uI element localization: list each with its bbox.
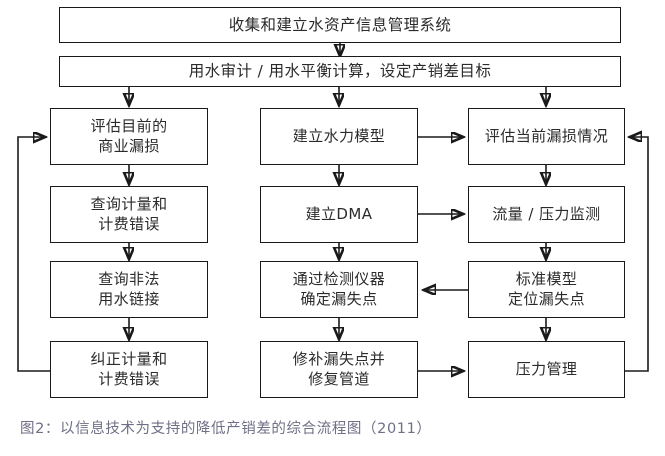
node-label: 修补漏失点并 修复管道: [292, 349, 386, 388]
node-build-hydraulic-model[interactable]: 建立水力模型: [260, 108, 418, 165]
node-label: 压力管理: [515, 359, 578, 378]
node-label: 标准模型 定位漏失点: [507, 269, 585, 308]
node-correct-metering-billing-errors[interactable]: 纠正计量和 计费错误: [50, 341, 208, 398]
node-assess-current-commercial-loss[interactable]: 评估目前的 商业漏损: [50, 108, 208, 165]
node-assess-current-leakage-status[interactable]: 评估当前漏损情况: [468, 108, 625, 165]
node-build-dma[interactable]: 建立DMA: [260, 186, 418, 243]
node-label: 流量 / 压力监测: [492, 204, 601, 223]
node-label: 建立DMA: [305, 204, 373, 223]
node-locate-leak-with-instruments[interactable]: 通过检测仪器 确定漏失点: [260, 261, 418, 318]
node-label: 纠正计量和 计费错误: [90, 349, 168, 388]
node-label: 查询非法 用水链接: [98, 269, 160, 308]
node-label: 用水审计 / 用水平衡计算，设定产销差目标: [188, 62, 492, 81]
node-label: 查询计量和 计费错误: [90, 194, 168, 233]
node-repair-leaks-and-pipes[interactable]: 修补漏失点并 修复管道: [260, 341, 418, 398]
edge-r4-to-r1-feedback: [625, 137, 649, 372]
node-pressure-management[interactable]: 压力管理: [468, 341, 625, 398]
node-standard-model-locate-leak[interactable]: 标准模型 定位漏失点: [468, 261, 625, 318]
node-label: 评估目前的 商业漏损: [90, 116, 168, 155]
node-label: 建立水力模型: [292, 126, 386, 145]
node-flow-pressure-monitoring[interactable]: 流量 / 压力监测: [468, 186, 625, 243]
node-label: 通过检测仪器 确定漏失点: [292, 269, 386, 308]
node-label: 评估当前漏损情况: [484, 126, 609, 145]
node-check-metering-billing-errors[interactable]: 查询计量和 计费错误: [50, 186, 208, 243]
node-water-audit-balance-target[interactable]: 用水审计 / 用水平衡计算，设定产销差目标: [59, 56, 621, 87]
node-label: 收集和建立水资产信息管理系统: [228, 15, 452, 34]
edge-l4-to-l1-feedback: [17, 137, 50, 372]
figure-caption: 图2：以信息技术为支持的降低产销差的综合流程图（2011）: [20, 421, 432, 437]
node-collect-water-asset-system[interactable]: 收集和建立水资产信息管理系统: [59, 7, 621, 43]
node-check-illegal-connections[interactable]: 查询非法 用水链接: [50, 261, 208, 318]
